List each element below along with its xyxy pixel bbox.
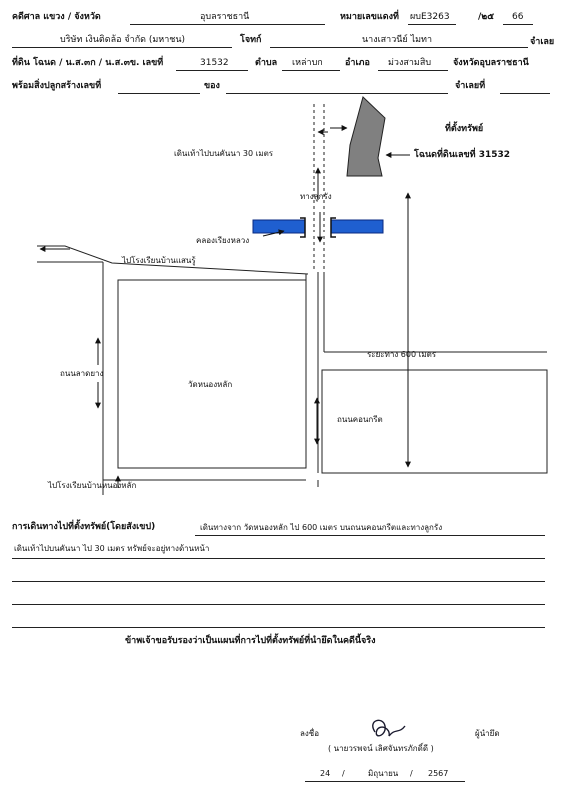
temple-block — [117, 279, 307, 469]
canal-right — [330, 219, 384, 234]
right-block — [321, 369, 548, 474]
defendant-no-label: จำเลยที่ — [455, 81, 486, 91]
year-prefix: /๒๕ — [478, 12, 495, 22]
school2-label: ไปโรงเรียนบ้านหนองหลัก — [48, 481, 137, 490]
sign-sep-2: / — [410, 769, 413, 778]
property-label: ที่ตั้งทรัพย์ — [445, 124, 484, 134]
district-value: ม่วงสามสิบ — [388, 58, 432, 68]
dirt-road-label: ทางลูกรัง — [300, 192, 332, 201]
canal-left — [252, 219, 306, 234]
temple-label: วัดหนองหลัก — [188, 380, 233, 389]
building-label: พร้อมสิ่งปลูกสร้างเลขที่ — [12, 81, 102, 91]
bridge-bracket-right — [330, 217, 336, 238]
distance-label: ระยะทาง 600 เมตร — [367, 350, 437, 359]
concrete-road-label: ถนนคอนกรีต — [337, 415, 383, 424]
signature-mark — [372, 719, 406, 737]
certification-text: ข้าพเจ้าขอรับรองว่าเป็นแผนที่การไปที่ตั้… — [125, 636, 376, 646]
land-deed-number: 31532 — [200, 58, 229, 68]
arrow-canal — [262, 229, 285, 237]
subdistrict-value: เหล่าบก — [292, 58, 323, 68]
route-line-1: เดินทางจาก วัดหนองหลัก ไป 600 เมตร บนถนน… — [200, 523, 443, 532]
sign-day: 24 — [320, 769, 331, 778]
district-label: อำเภอ — [345, 58, 370, 68]
sign-sep-1: / — [342, 769, 345, 778]
defendant-role: จำเลย — [530, 37, 555, 47]
route-label: การเดินทางไปที่ตั้งทรัพย์(โดยสังเขป) — [12, 522, 156, 532]
asphalt-road-label: ถนนลาดยาง — [60, 369, 104, 378]
route-line-2: เดินเท้าไปบนคันนา ไป 30 เมตร ทรัพย์จะอยู… — [14, 544, 210, 553]
school1-label: ไปโรงเรียนบ้านแสนรู้ — [122, 256, 196, 265]
signer-name: ( นายวรพจน์ เลิศจันทรภักดิ์ดี ) — [328, 744, 434, 753]
signer-role: ผู้นำยึด — [475, 729, 500, 738]
plaintiff-name: บริษัท เงินติดล้อ จำกัด (มหาชน) — [60, 35, 186, 45]
canal-label: คลองเรียงหลวง — [196, 236, 250, 245]
case-court-label: คดีศาล แขวง / จังหวัด — [12, 12, 101, 22]
owner-label: ของ — [204, 81, 220, 91]
sign-month: มิถุนายน — [368, 769, 399, 778]
plaintiff-role: โจทก์ — [240, 35, 262, 45]
case-number-label: หมายเลขแดงที่ — [340, 12, 399, 22]
walk-label: เดินเท้าไปบนคันนา 30 เมตร — [174, 149, 274, 158]
property-parcel — [346, 96, 386, 177]
sign-label: ลงชื่อ — [300, 729, 320, 738]
sign-year: 2567 — [428, 769, 449, 778]
land-deed-label: ที่ดิน โฉนด / น.ส.๓ก / น.ส.๓ข. เลขที่ — [12, 58, 164, 68]
court-value: อุบลราชธานี — [200, 12, 250, 22]
defendant-name: นางเสาวนีย์ ไมทา — [362, 35, 433, 45]
bridge-bracket-left — [300, 217, 306, 238]
deed-label: โฉนดที่ดินเลขที่ 31532 — [414, 150, 511, 160]
subdistrict-label: ตำบล — [255, 58, 278, 68]
case-year: 66 — [512, 12, 524, 22]
province-label: จังหวัดอุบลราชธานี — [453, 58, 529, 68]
case-number-value: ผบE3263 — [410, 12, 450, 22]
road-top-outer — [37, 245, 309, 275]
